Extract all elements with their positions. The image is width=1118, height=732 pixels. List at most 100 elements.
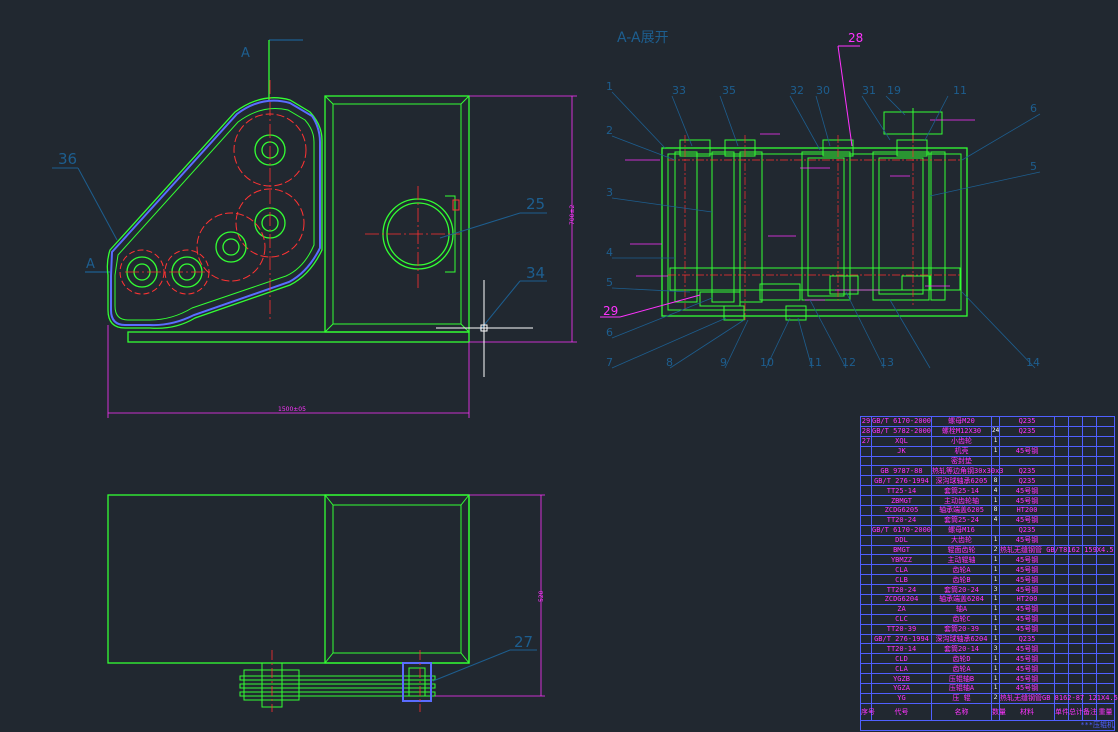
bom-header-name: 名称 bbox=[931, 702, 992, 721]
bom-row-extra bbox=[1096, 455, 1115, 467]
bom-row-remark bbox=[1082, 574, 1097, 586]
sec-top-19: 19 bbox=[887, 84, 901, 97]
bom-row-weight-total bbox=[1068, 594, 1083, 605]
gear-housing-outline bbox=[106, 97, 323, 329]
callout-28: 28 bbox=[848, 31, 863, 45]
bom-row-name: 辊面齿轮 bbox=[931, 544, 992, 556]
bom-row-qty: 1 bbox=[991, 683, 1000, 694]
bom-row-name: 大齿轮 bbox=[931, 534, 992, 546]
bom-row-name: 螺母M16 bbox=[931, 524, 992, 536]
bom-row-remark bbox=[1082, 425, 1097, 437]
bom-row-number bbox=[860, 554, 872, 566]
bom-row-material: Q235 bbox=[999, 425, 1055, 437]
callout-29: 29 bbox=[603, 304, 618, 318]
bom-row-weight-total bbox=[1068, 564, 1083, 576]
bom-row-weight-total bbox=[1068, 643, 1083, 655]
bom-row-material: 45号钢 bbox=[999, 564, 1055, 576]
bom-row-qty: 1 bbox=[991, 623, 1000, 635]
bom-row-weight-total bbox=[1068, 663, 1083, 675]
bom-header-weight: 重量 bbox=[1096, 702, 1115, 721]
bom-row-remark bbox=[1082, 683, 1097, 694]
sec-left-6: 6 bbox=[606, 326, 613, 339]
bom-row-name: 螺母M20 bbox=[931, 416, 992, 427]
bom-row-name: 密封垫 bbox=[931, 455, 992, 467]
bom-row-weight-unit bbox=[1054, 505, 1069, 516]
bom-row-material: 45号钢 bbox=[999, 613, 1055, 625]
sec-bot-13: 13 bbox=[880, 356, 894, 369]
bom-row-code: JK bbox=[871, 445, 932, 457]
bom-row-weight-unit bbox=[1054, 623, 1069, 635]
bom-row-material: 45号钢 bbox=[999, 643, 1055, 655]
bom-row-name: 小齿轮 bbox=[931, 435, 992, 447]
bom-row-qty: 1 bbox=[991, 534, 1000, 546]
bom-row-weight-unit bbox=[1054, 416, 1069, 427]
bom-row-number bbox=[860, 505, 872, 516]
dim-width: 1500±05 bbox=[278, 406, 306, 413]
cad-crosshair-cursor bbox=[436, 280, 533, 377]
bom-row-extra bbox=[1096, 603, 1115, 615]
bom-row-code: ZCDG6204 bbox=[871, 594, 932, 605]
bom-row-weight-total bbox=[1068, 603, 1083, 615]
bom-row-material: Q235 bbox=[999, 633, 1055, 645]
bom-row-extra bbox=[1096, 534, 1115, 546]
bom-row-extra bbox=[1096, 514, 1115, 526]
bom-row-name: 齿轮B bbox=[931, 574, 992, 586]
bom-row-extra bbox=[1096, 524, 1115, 536]
bom-row-number bbox=[860, 584, 872, 596]
sec-left-4: 4 bbox=[606, 246, 613, 259]
bom-row-material: 45号钢 bbox=[999, 534, 1055, 546]
bom-row-name: 齿轮A bbox=[931, 663, 992, 675]
bom-header-weight-unit: 单件 bbox=[1054, 702, 1069, 721]
bom-row-code: YG bbox=[871, 692, 932, 704]
base-plate bbox=[127, 331, 470, 343]
bom-row-code: TT20-39 bbox=[871, 623, 932, 635]
bom-row-remark bbox=[1082, 613, 1097, 625]
bom-row-number bbox=[860, 594, 872, 605]
bom-row-extra bbox=[1096, 613, 1115, 625]
bom-row-material: 热轧无缝钢管GB 8162-87 121X4.5 bbox=[999, 692, 1118, 704]
bom-row-number bbox=[860, 683, 872, 694]
bom-row-name: 齿轮C bbox=[931, 613, 992, 625]
bom-row-material: 45号钢 bbox=[999, 485, 1055, 497]
bom-row-remark bbox=[1082, 673, 1097, 685]
section-title: A-A展开 bbox=[617, 30, 669, 46]
dim-height: 700±2 bbox=[569, 205, 576, 225]
bom-header-code: 代号 bbox=[871, 702, 932, 721]
bom-row-qty: 1 bbox=[991, 574, 1000, 586]
bom-row-material: 45号钢 bbox=[999, 584, 1055, 596]
title-block-name: ***压辊机 bbox=[860, 719, 1115, 731]
bom-row-remark bbox=[1082, 603, 1097, 615]
bom-row-extra bbox=[1096, 445, 1115, 457]
bom-row-qty: 8 bbox=[991, 505, 1000, 516]
bom-row-remark bbox=[1082, 465, 1097, 477]
bom-row-material: 45号钢 bbox=[999, 554, 1055, 566]
bom-row-weight-unit bbox=[1054, 653, 1069, 665]
callout-36: 36 bbox=[58, 150, 77, 168]
bom-row-qty: 1 bbox=[991, 633, 1000, 645]
bom-row-number bbox=[860, 524, 872, 536]
bom-row-remark bbox=[1082, 663, 1097, 675]
sec-bot-11: 11 bbox=[808, 356, 822, 369]
bom-row-code: ZBMGT bbox=[871, 495, 932, 507]
bom-row-remark bbox=[1082, 594, 1097, 605]
bom-row-qty bbox=[991, 524, 1000, 536]
bom-header-material: 材料 bbox=[999, 702, 1055, 721]
bom-row-name: 机壳 bbox=[931, 445, 992, 457]
bom-row-weight-total bbox=[1068, 584, 1083, 596]
bom-row-qty: 8 bbox=[991, 475, 1000, 487]
bom-row-qty: 1 bbox=[991, 673, 1000, 685]
bom-row-material: Q235 bbox=[999, 465, 1055, 477]
bom-row-remark bbox=[1082, 475, 1097, 487]
section-view-aa: A-A展开 bbox=[600, 30, 1041, 369]
bom-row-qty: 4 bbox=[991, 514, 1000, 526]
bom-row-qty: 2 bbox=[991, 692, 1000, 704]
